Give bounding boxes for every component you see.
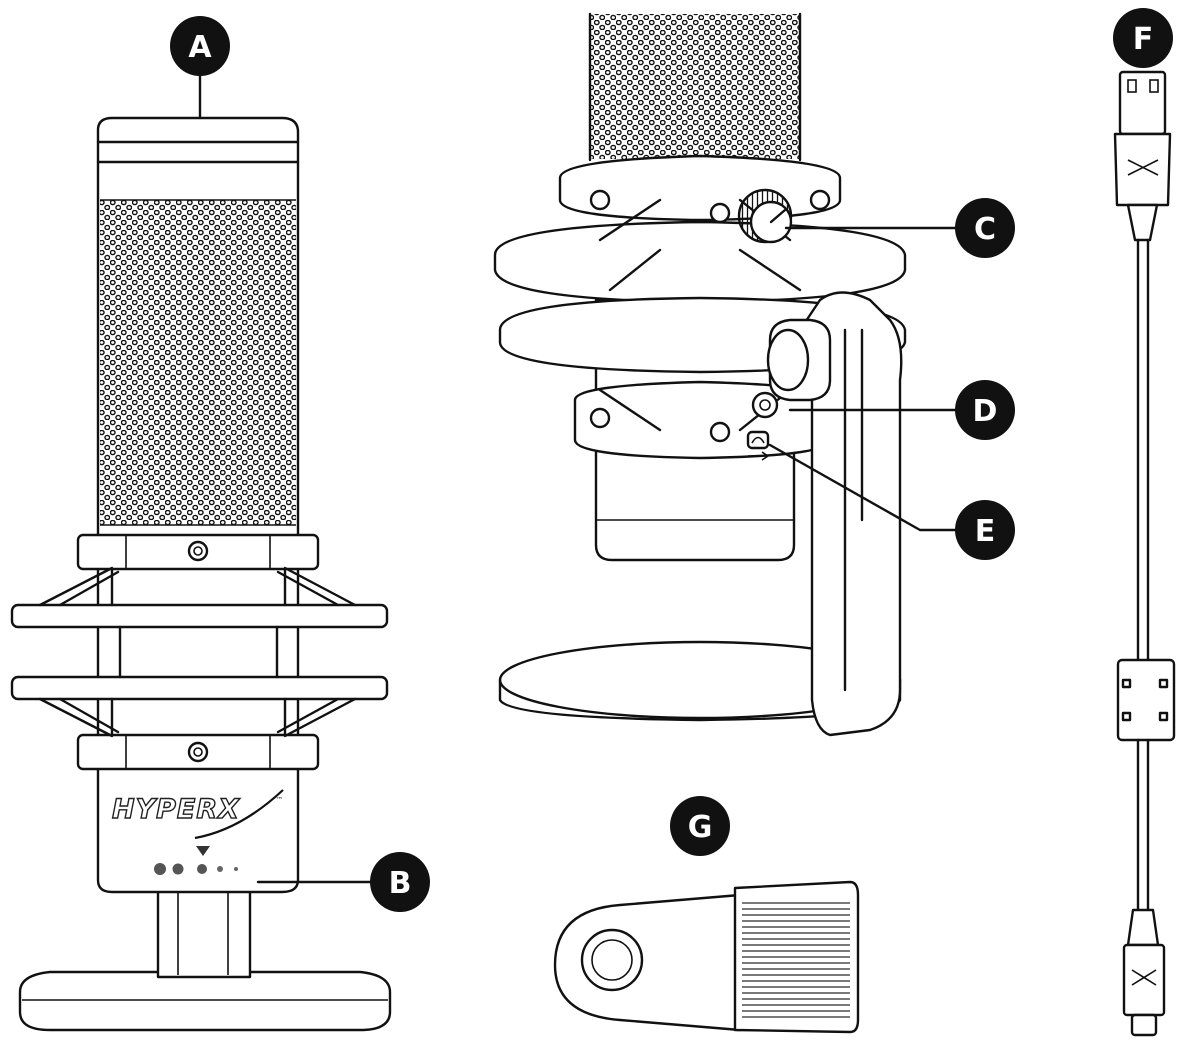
ferrite-bead — [1116, 658, 1176, 742]
hyperx-logo-text: HYPERX — [112, 794, 240, 825]
callout-badge-b — [370, 852, 430, 912]
callout-label-f: F — [1133, 22, 1154, 57]
callout-a: A — [170, 16, 230, 76]
rear-grille — [590, 14, 800, 159]
headphone-jack-port — [751, 391, 779, 419]
usb-icon — [748, 451, 770, 461]
usb-cable — [1113, 70, 1176, 1037]
adapter-hole — [580, 928, 644, 992]
callout-badge-e — [955, 500, 1015, 560]
usb-c-housing — [1122, 943, 1166, 1017]
shock-mount-ring-lower — [10, 675, 389, 701]
callout-c: C — [955, 198, 1015, 258]
callout-b: B — [370, 852, 430, 912]
hyperx-logo-swoosh — [194, 789, 284, 840]
callout-d: D — [955, 380, 1015, 440]
callout-label-d: D — [973, 394, 998, 429]
microphone-rear-view — [493, 12, 907, 737]
led-dot-1 — [154, 863, 166, 875]
led-dot-2 — [172, 863, 184, 875]
callout-label-e: E — [975, 514, 996, 549]
callout-badge-a — [170, 16, 230, 76]
callout-label-a: A — [188, 30, 212, 65]
rear-clamp-upper — [558, 154, 842, 222]
callout-label-g: G — [688, 810, 713, 845]
microphone-front-view: HYPERX ™ — [10, 116, 392, 1032]
mic-grille — [100, 200, 296, 525]
trademark-mark: ™ — [276, 796, 283, 804]
callout-g: G — [670, 796, 730, 856]
led-dot-5 — [234, 867, 238, 871]
callout-label-b: B — [389, 866, 412, 901]
usb-port — [746, 430, 770, 450]
mic-stand-post — [156, 883, 252, 979]
callout-f: F — [1113, 8, 1173, 68]
callout-badge-d — [955, 380, 1015, 440]
headphone-icon — [751, 436, 765, 444]
callout-badge-f — [1113, 8, 1173, 68]
mic-base-plate — [18, 970, 392, 1032]
callout-label-c: C — [974, 212, 996, 247]
usb-c-connector — [1130, 1013, 1158, 1037]
callout-e: E — [955, 500, 1015, 560]
callout-badge-g — [670, 796, 730, 856]
callout-leaders — [198, 70, 957, 884]
indicator-arrow-icon — [196, 846, 210, 856]
callout-badge-c — [955, 198, 1015, 258]
shock-mount-ring-upper — [10, 603, 389, 629]
leader-line-e — [768, 443, 957, 532]
led-dot-4 — [217, 866, 223, 872]
mount-adapter — [553, 880, 860, 1034]
led-dot-3 — [197, 864, 207, 874]
usb-a-housing — [1113, 132, 1172, 207]
rear-ring-upper — [493, 220, 907, 304]
